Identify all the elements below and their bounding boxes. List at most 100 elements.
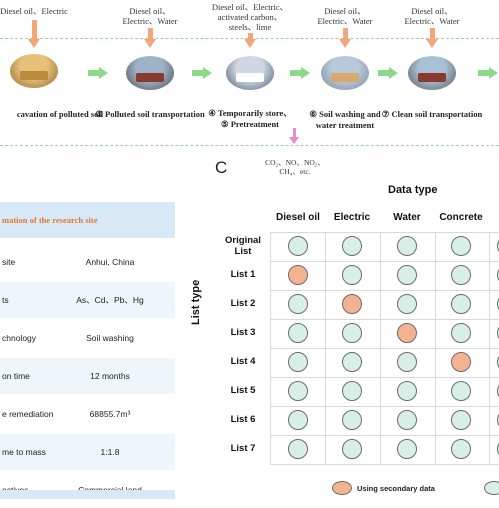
primary-data-cell [342,352,362,372]
primary-data-cell [397,236,417,256]
step-label-line: ⑦ Clean soil transportation [381,109,483,119]
primary-data-cell [342,381,362,401]
info-table-key: e remediation [2,409,54,419]
step-label-line: ⑤ Pretreatment [220,119,280,129]
row-header-line: List 7 [230,443,256,454]
emission-arrow-icon [289,137,299,144]
input-materials-line: Electric、Water [317,16,373,26]
input-materials-label: Diesel oil、Electric、Water [95,6,205,26]
row-header-line: List 4 [230,356,256,367]
row-header: List 2 [213,298,273,309]
step-label-line: ③ Polluted soil transportation [95,109,205,119]
info-table-row: e remediation 68855.7m³ [0,396,175,432]
flow-arrow-icon [290,67,310,79]
primary-data-cell [288,381,308,401]
input-arrow-icon [339,39,351,48]
primary-data-cell [342,323,362,343]
row-header: List 3 [213,327,273,338]
panel-letter: C [215,158,228,177]
grid-line-horizontal [270,232,499,233]
secondary-data-cell [288,265,308,285]
info-table-key: ts [2,295,9,305]
step-photo-detail [331,73,359,82]
info-table-value: 68855.7m³ [89,409,131,419]
row-header: List 4 [213,356,273,367]
step-photo-detail [136,73,164,82]
info-table-footer [0,490,175,499]
step-photo [226,56,274,90]
step-photo [321,56,369,90]
input-materials-line: Diesel oil、Electric、 [211,2,289,12]
legend-secondary-dot [332,481,352,495]
primary-data-cell [288,294,308,314]
input-arrow-stem [148,28,153,40]
column-header: Electric [333,212,371,223]
grid-line-horizontal [270,348,499,349]
primary-data-cell [342,236,362,256]
input-arrow-icon [28,39,40,48]
input-materials-label: Diesel oil、Electric、Water [290,6,400,26]
grid-line-horizontal [270,464,499,465]
primary-data-cell [342,439,362,459]
input-arrow-icon [426,39,438,48]
flow-arrow-icon [88,67,108,79]
input-arrow-stem [343,28,348,40]
row-header: List 1 [213,269,273,280]
grid-line-horizontal [270,319,499,320]
grid-line-horizontal [270,435,499,436]
primary-data-cell [397,381,417,401]
step-photo [10,54,58,88]
row-header: List 5 [213,385,273,396]
row-header-line: List 2 [230,298,256,309]
primary-data-cell [288,410,308,430]
input-materials-line: Diesel oil、 [129,6,171,16]
step-photo-detail [20,71,48,80]
info-table-key: on time [2,371,30,381]
flow-arrow-icon [478,67,498,79]
input-arrow-stem [248,33,253,40]
primary-data-cell [342,265,362,285]
primary-data-cell [451,410,471,430]
secondary-data-cell [342,294,362,314]
input-materials-line: Electric、Water [122,16,178,26]
emissions-line: CO₂、NO、NO₂、 [265,158,325,167]
step-label: ③ Polluted soil transportation [85,109,215,120]
flow-arrow-icon [192,67,212,79]
info-table-value: 12 months [90,371,130,381]
input-materials-label: Diesel oil、Electric [0,6,89,16]
grid-line-horizontal [270,406,499,407]
column-header: Diesel oil [276,212,320,223]
column-header: Water [393,212,421,223]
legend-secondary-label: Using secondary data [357,484,435,493]
primary-data-cell [451,323,471,343]
input-materials-line: Diesel oil、 [324,6,366,16]
primary-data-cell [288,352,308,372]
step-label: ⑦ Clean soil transportation [367,109,497,120]
info-table-value: Anhui, China [85,257,135,267]
row-header-line: List 5 [230,385,256,396]
info-table-row: on time 12 months [0,358,175,394]
step-photo [126,56,174,90]
primary-data-cell [397,352,417,372]
input-materials-line: activated carbon、 [217,12,283,22]
step-photo-detail [236,73,264,82]
grid-line-horizontal [270,261,499,262]
primary-data-cell [288,236,308,256]
input-materials-label: Diesel oil、Electric、Water [377,6,487,26]
emissions-line: CH₄、etc. [279,167,311,176]
row-header-line: Original [225,235,261,246]
secondary-data-cell [397,323,417,343]
step-label-line: ④ Temporarily store、 [208,108,292,118]
info-table-key: me to mass [2,447,46,457]
flow-arrow-icon [378,67,398,79]
primary-data-cell [451,236,471,256]
legend-primary-dot [484,481,499,495]
info-table-header: mation of the research site [0,202,175,238]
input-materials-line: Diesel oil、Electric [0,6,68,16]
primary-data-cell [397,439,417,459]
